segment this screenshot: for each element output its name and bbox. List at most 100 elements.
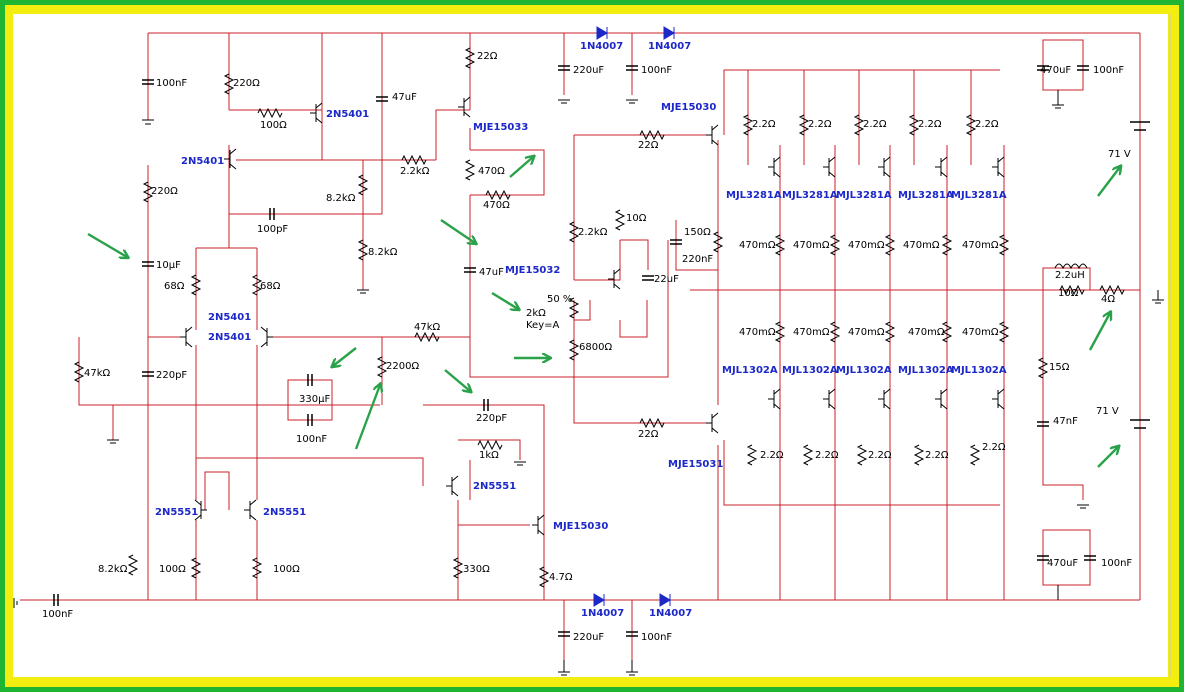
- resistor-100c: [251, 557, 263, 579]
- arrow-4: [491, 291, 518, 309]
- label-r-bot-470m-3: 470mΩ: [848, 327, 885, 338]
- capacitor-47uF-a: [376, 96, 388, 102]
- capacitor-22uF: [642, 275, 654, 281]
- capacitor-220pF-a: [142, 371, 154, 377]
- label-d-1N4007-c: 1N4007: [581, 608, 624, 619]
- label-c-100nF-b: 100nF: [641, 65, 672, 76]
- label-r-47k-b: 47kΩ: [84, 368, 111, 379]
- resistor-8k2c: [127, 554, 139, 576]
- grounds: [13, 90, 1164, 676]
- resistor-10-out: [1059, 284, 1085, 296]
- resistor-68a: [190, 274, 202, 296]
- label-c-47uF-b: 47uF: [479, 267, 504, 278]
- resistor-4k7: [538, 566, 550, 588]
- label-q-2N5401-b: 2N5401: [181, 156, 224, 167]
- label-q-2N5551-b: 2N5551: [155, 507, 198, 518]
- label-c-470uF-b: 470uF: [1047, 558, 1078, 569]
- label-r-220-b: 220Ω: [151, 186, 178, 197]
- label-r-330: 330Ω: [463, 564, 490, 575]
- annotation-arrows: [87, 157, 1120, 468]
- schematic-background: [13, 14, 1168, 677]
- capacitor-10uF: [142, 261, 154, 267]
- resistor-8k2b: [357, 239, 369, 261]
- label-c-47nF: 47nF: [1053, 416, 1078, 427]
- transistor-MJE15030-b: [532, 514, 545, 536]
- arrow-2: [440, 219, 475, 243]
- resistor-22a: [464, 47, 476, 69]
- label-q-2N5401-c: 2N5401: [208, 312, 251, 323]
- label-c-100nF-f: 100nF: [641, 632, 672, 643]
- capacitor-470uF-b: [1037, 555, 1049, 561]
- label-c-470uF-a: 470uF: [1040, 65, 1071, 76]
- label-mjl3281a-5: MJL3281A: [951, 190, 1007, 201]
- capacitor-100nF-g: [1084, 555, 1096, 561]
- arrow-1: [87, 232, 127, 257]
- label-d-1N4007-a: 1N4007: [580, 41, 623, 52]
- label-q-2N5551-c: 2N5551: [263, 507, 306, 518]
- transistor-2N5401-d: [260, 326, 273, 348]
- capacitor-100nF-b: [626, 65, 638, 71]
- label-r-4k7: 4.7Ω: [549, 572, 573, 583]
- label-r-68-a: 68Ω: [164, 281, 185, 292]
- label-r-100-a: 100Ω: [260, 120, 287, 131]
- label-r-4-load: 4Ω: [1101, 294, 1115, 305]
- resistor-2k2a: [401, 154, 427, 166]
- diode-1N4007-d: [659, 593, 671, 607]
- capacitors: [53, 65, 1096, 637]
- resistor-10: [614, 209, 626, 231]
- label-q-MJE15032: MJE15032: [505, 265, 560, 276]
- arrow-8: [444, 369, 470, 391]
- label-r-22-b: 22Ω: [638, 140, 659, 151]
- label-r-6800: 6800Ω: [579, 342, 612, 353]
- label-mjl3281a-4: MJL3281A: [898, 190, 954, 201]
- inductor-2u2: [1054, 263, 1088, 270]
- label-mjl1302a-3: MJL1302A: [836, 365, 892, 376]
- label-r-bot-470m-4: 470mΩ: [908, 327, 945, 338]
- label-r-22-c: 22Ω: [638, 429, 659, 440]
- label-r-150: 150Ω: [684, 227, 711, 238]
- resistor-220b: [142, 181, 154, 203]
- label-r-47k-a: 47kΩ: [414, 322, 441, 333]
- resistor-6800: [568, 339, 580, 361]
- resistor-15: [1037, 357, 1049, 379]
- resistors-bottom-470m: [774, 321, 1010, 343]
- capacitor-220pF-b: [483, 399, 489, 411]
- battery-bottom: [1130, 419, 1150, 429]
- label-q-2N5401-a: 2N5401: [326, 109, 369, 120]
- label-v-top: 71 V: [1108, 149, 1131, 160]
- label-pot-pct: 50 %: [547, 294, 572, 305]
- potentiometer-2k: [568, 297, 580, 319]
- label-r-bot-2r2-4: 2.2Ω: [925, 450, 949, 461]
- label-r-470-a: 470Ω: [478, 166, 505, 177]
- label-c-100nF-g: 100nF: [1101, 558, 1132, 569]
- capacitor-100nF-a: [142, 79, 154, 85]
- arrow-9: [1097, 167, 1120, 197]
- capacitor-100nF-d: [307, 414, 313, 426]
- label-mjl1302a-1: MJL1302A: [722, 365, 778, 376]
- label-r-top-2r2-3: 2.2Ω: [863, 119, 887, 130]
- label-d-1N4007-d: 1N4007: [649, 608, 692, 619]
- transistor-2N5401-a: [310, 102, 323, 124]
- label-c-22uF: 22uF: [654, 274, 679, 285]
- label-r-top-2r2-5: 2.2Ω: [975, 119, 999, 130]
- resistor-47ka: [414, 331, 440, 343]
- resistor-100b: [190, 557, 202, 579]
- arrow-6: [333, 347, 357, 366]
- resistors: [73, 47, 1125, 588]
- label-r-top-2r2-2: 2.2Ω: [808, 119, 832, 130]
- label-c-220uF-a: 220uF: [573, 65, 604, 76]
- battery-top: [1130, 121, 1150, 131]
- label-r-top-470m-3: 470mΩ: [848, 240, 885, 251]
- label-d-1N4007-b: 1N4007: [648, 41, 691, 52]
- label-r-8k2-b: 8.2kΩ: [368, 247, 398, 258]
- transistor-2N5551-a: [446, 475, 459, 497]
- resistor-220a: [223, 73, 235, 95]
- transistor-2N5551-c: [244, 499, 257, 521]
- transistors-MJL1302A: [768, 388, 1005, 410]
- label-pot-key: Key=A: [526, 320, 560, 331]
- label-c-330uF: 330µF: [299, 394, 330, 405]
- label-c-220pF-b: 220pF: [476, 413, 507, 424]
- capacitor-330uF: [307, 374, 313, 386]
- resistor-22b: [639, 129, 665, 141]
